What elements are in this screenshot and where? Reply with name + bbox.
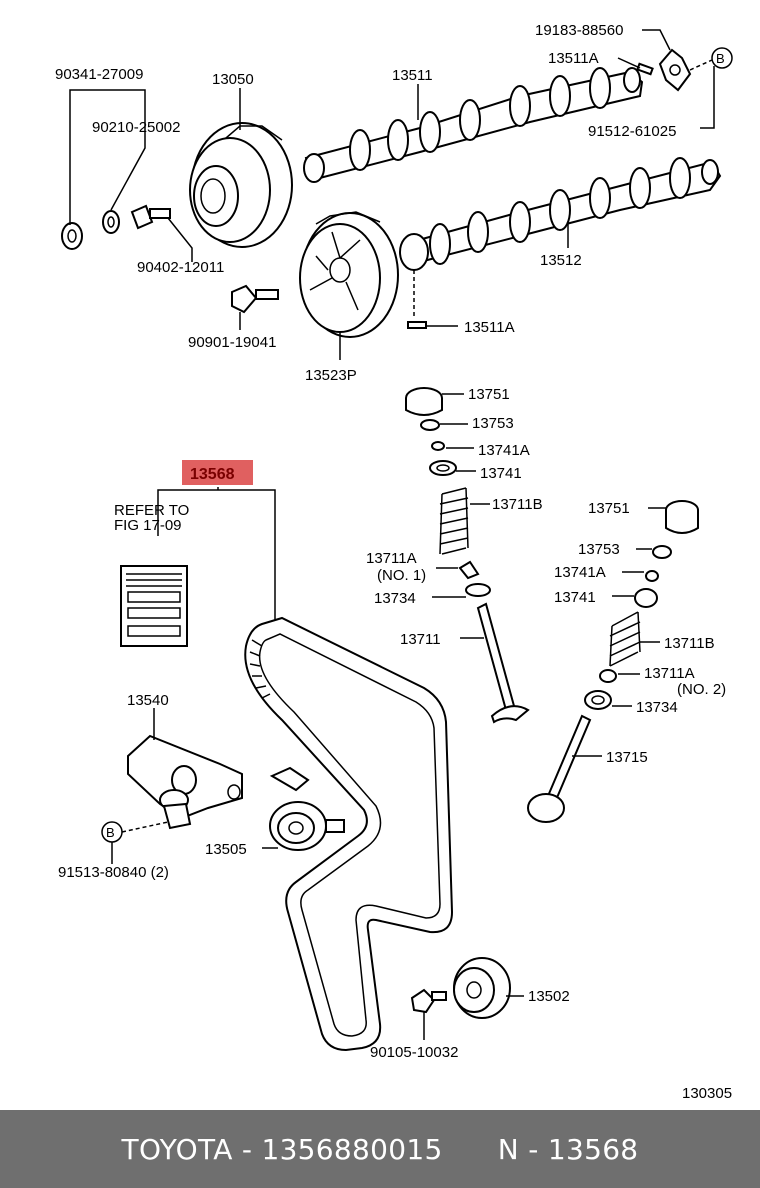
label-90341-27009: 90341-27009 <box>55 66 143 83</box>
label-no2: (NO. 2) <box>677 681 726 698</box>
svg-text:B: B <box>716 51 725 66</box>
part-13751-a[interactable] <box>405 387 443 416</box>
label-91512-61025: 91512-61025 <box>588 123 676 140</box>
part-13753-a[interactable] <box>420 419 440 431</box>
label-13711A-no2: 13711A <box>644 665 695 682</box>
svg-text:B: B <box>106 825 115 840</box>
label-13734-a: 13734 <box>374 590 416 607</box>
label-13734-b: 13734 <box>636 699 678 716</box>
label-13523P: 13523P <box>305 367 357 384</box>
footer-part-number: TOYOTA - 1356880015 N - 13568 <box>121 1132 639 1166</box>
label-13505: 13505 <box>205 841 247 858</box>
part-13511A-mid[interactable] <box>407 321 427 329</box>
label-13741-a: 13741 <box>480 465 522 482</box>
label-13711B-b: 13711B <box>664 635 715 652</box>
parts-diagram: 90341-27009 90210-25002 90402-12011 1305… <box>55 22 733 1102</box>
part-90210-25002[interactable] <box>102 210 120 234</box>
part-13741A-a[interactable] <box>431 441 445 451</box>
part-13711-valve[interactable] <box>476 602 530 724</box>
label-13751-b: 13751 <box>588 500 630 517</box>
marker-b-bottom: B <box>101 821 123 843</box>
label-13741-b: 13741 <box>554 589 596 606</box>
label-90402-12011: 90402-12011 <box>137 259 224 276</box>
label-no1: (NO. 1) <box>377 567 426 584</box>
label-13715: 13715 <box>606 749 648 766</box>
part-90341-27009[interactable] <box>61 222 83 250</box>
part-13711B-a[interactable] <box>439 487 469 555</box>
part-13511[interactable] <box>303 67 644 183</box>
highlight-13568 <box>182 460 253 485</box>
label-13741A-b: 13741A <box>554 564 606 581</box>
part-19183-88560[interactable] <box>658 48 692 92</box>
part-90105-10032[interactable] <box>410 988 447 1014</box>
part-13502[interactable] <box>453 957 511 1019</box>
part-13512[interactable] <box>399 157 722 271</box>
part-13753-b[interactable] <box>652 545 672 559</box>
part-13711A-no1[interactable] <box>458 560 480 580</box>
part-13741A-b[interactable] <box>645 570 659 582</box>
label-13711A-no1: 13711A <box>366 550 417 567</box>
part-13741-a[interactable] <box>429 460 457 476</box>
part-13734-a[interactable] <box>465 583 491 597</box>
label-13511: 13511 <box>392 67 433 84</box>
part-13568-timing-belt[interactable] <box>244 616 454 1052</box>
part-13711B-b[interactable] <box>609 611 641 667</box>
label-13753-a: 13753 <box>472 415 514 432</box>
label-13751-a: 13751 <box>468 386 510 403</box>
figure-number: 130305 <box>682 1085 732 1102</box>
part-90402-12011[interactable] <box>130 204 171 230</box>
part-13568-label-box[interactable]: 13568 <box>182 460 253 485</box>
part-13505[interactable] <box>269 766 345 851</box>
label-refer-line2: FIG 17-09 <box>114 517 182 534</box>
part-13715-valve[interactable] <box>527 714 592 823</box>
label-13512: 13512 <box>540 252 582 269</box>
reference-label-card <box>120 565 188 647</box>
label-90105-10032: 90105-10032 <box>370 1044 458 1061</box>
label-13711B-a: 13711B <box>492 496 543 513</box>
part-13751-b[interactable] <box>665 500 699 534</box>
part-13511A-top[interactable] <box>636 62 654 76</box>
label-13511A-mid: 13511A <box>464 319 515 336</box>
label-refer-line1: REFER TO <box>114 502 189 519</box>
label-19183-88560: 19183-88560 <box>535 22 623 39</box>
part-13741-b[interactable] <box>634 588 658 608</box>
part-90901-19041[interactable] <box>231 284 279 314</box>
label-91513-80840: 91513-80840 (2) <box>58 864 169 881</box>
label-13741A-a: 13741A <box>478 442 530 459</box>
part-13523P[interactable] <box>299 211 399 338</box>
label-13568: 13568 <box>190 466 235 483</box>
footer-bar: TOYOTA - 1356880015 N - 13568 <box>0 1110 760 1188</box>
label-13711: 13711 <box>400 631 441 648</box>
part-13711A-no2[interactable] <box>599 669 617 683</box>
label-13753-b: 13753 <box>578 541 620 558</box>
marker-b-top: B <box>711 47 733 69</box>
part-13734-b[interactable] <box>584 690 612 710</box>
label-13511A-top: 13511A <box>548 50 599 67</box>
label-13540: 13540 <box>127 692 169 709</box>
part-13540[interactable] <box>127 734 243 830</box>
label-13502: 13502 <box>528 988 570 1005</box>
label-90901-19041: 90901-19041 <box>188 334 276 351</box>
label-13050: 13050 <box>212 71 254 88</box>
label-90210-25002: 90210-25002 <box>92 119 180 136</box>
part-13050[interactable] <box>189 122 293 248</box>
